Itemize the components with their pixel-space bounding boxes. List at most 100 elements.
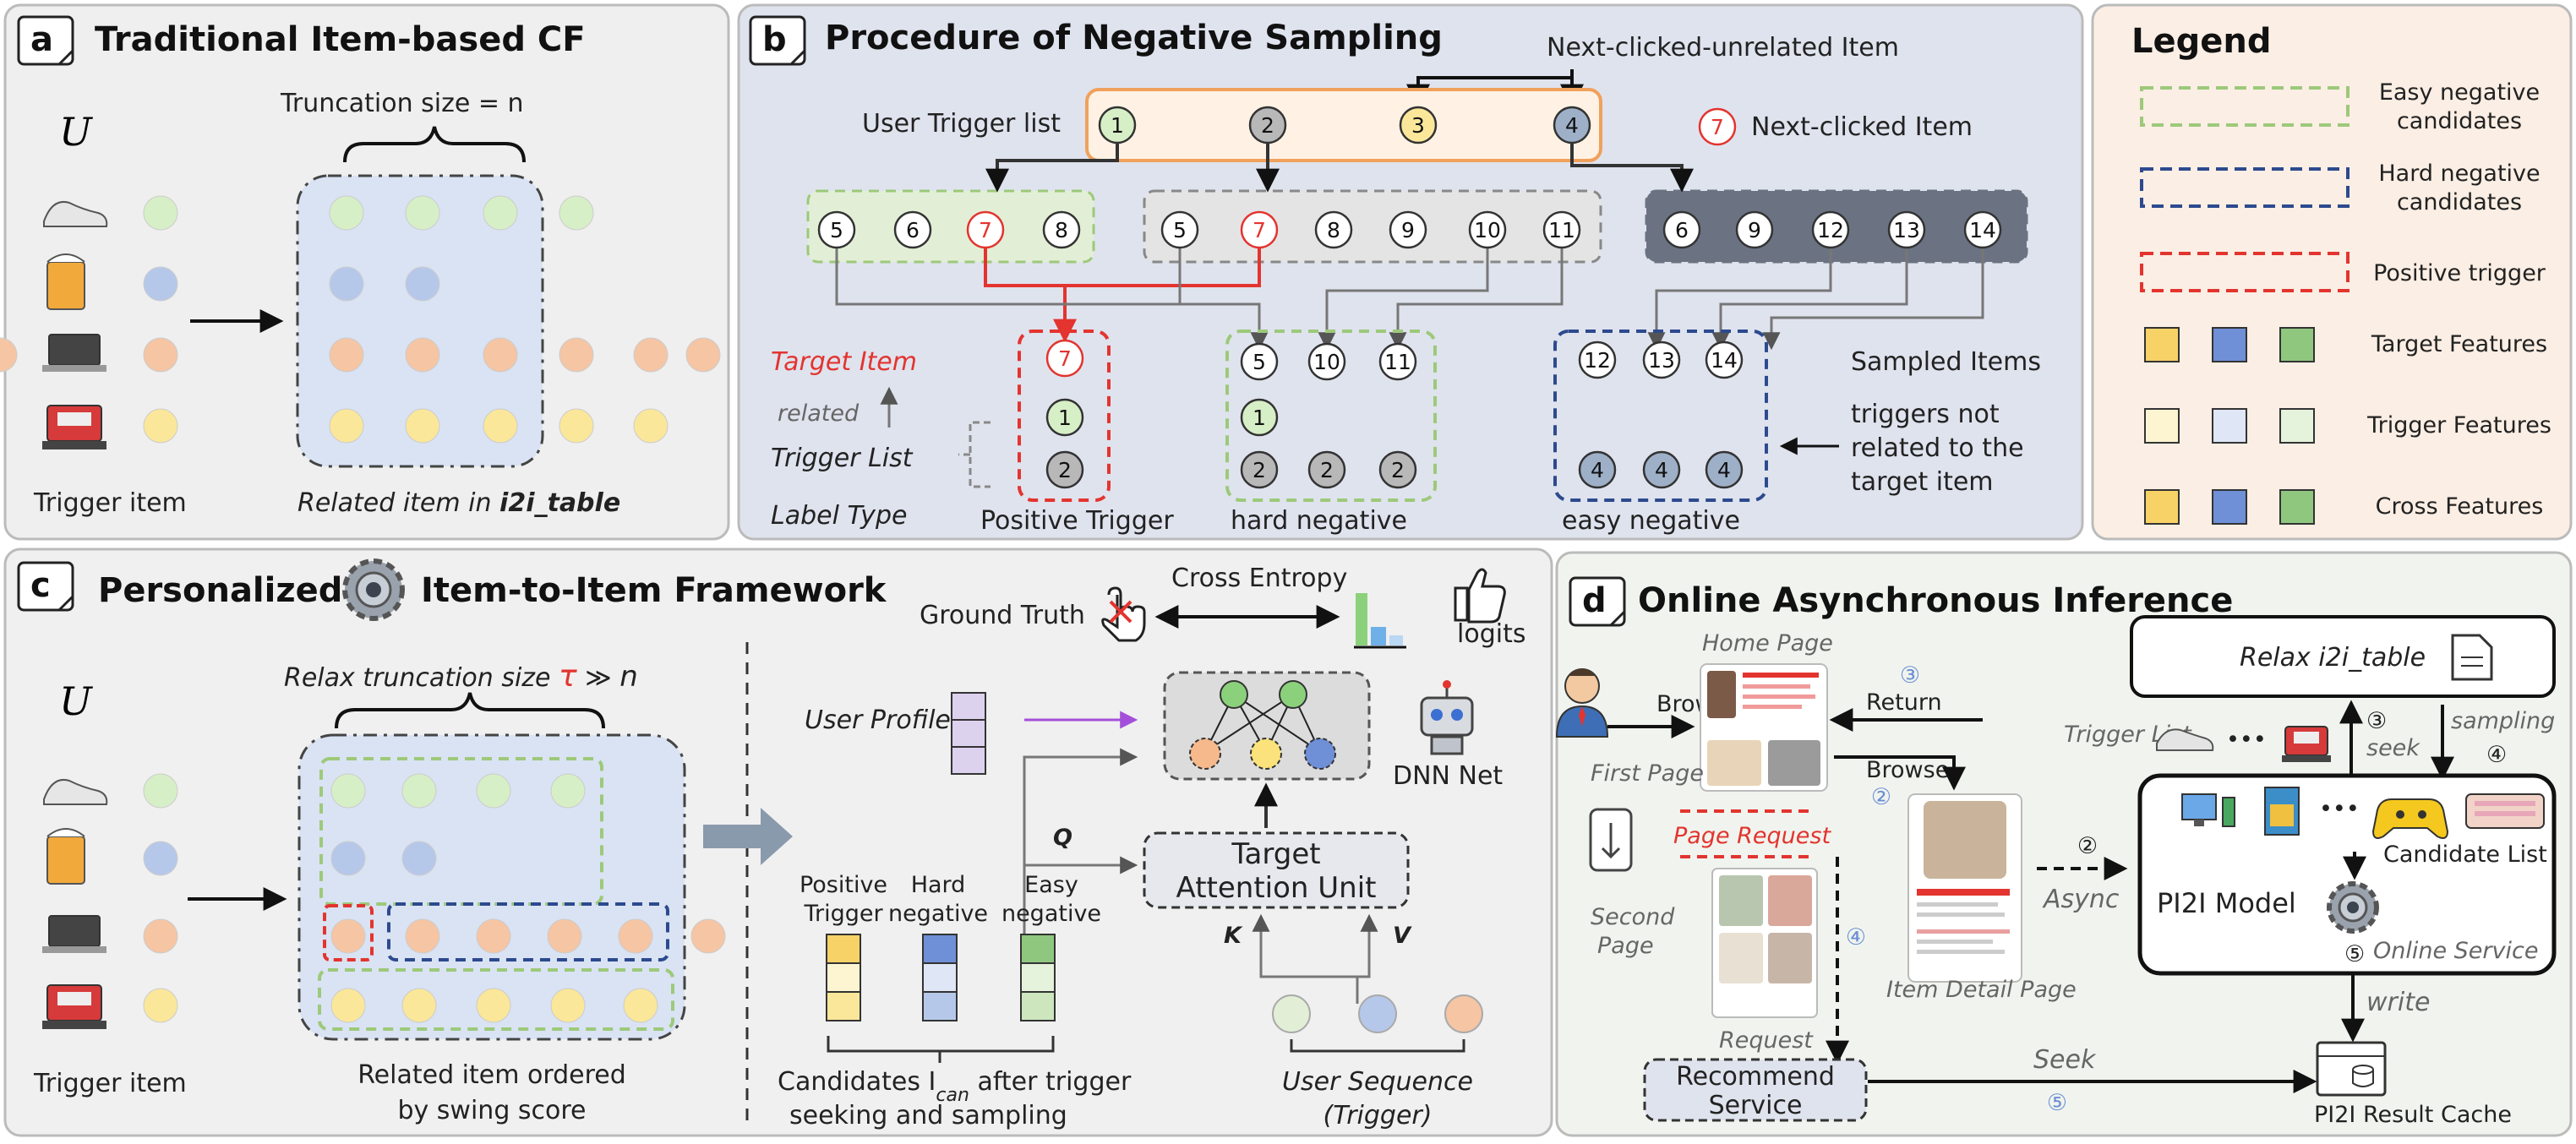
relax-text: Relax truncation size xyxy=(284,663,550,693)
item-node xyxy=(1399,106,1438,144)
feature-cell xyxy=(826,962,861,993)
relax-table-label: Relax i2i_table xyxy=(2240,643,2426,673)
panel-a: a Traditional Item-based CF U Truncation… xyxy=(0,3,730,541)
n-symbol: n xyxy=(619,660,638,694)
home-thumb-1 xyxy=(1707,671,1736,718)
dnn-net-label: DNN Net xyxy=(1393,761,1503,791)
easy-box-upper xyxy=(319,757,603,906)
item-node xyxy=(1542,210,1581,249)
item-node-label: 1 xyxy=(1253,406,1266,430)
item-node xyxy=(1240,210,1279,249)
legend-feature-square xyxy=(2144,489,2180,525)
legend-pos: Positive trigger xyxy=(2373,260,2546,286)
arrow-trig1 xyxy=(985,139,1119,193)
item-node-label: 11 xyxy=(1548,218,1575,242)
item-node-label: 5 xyxy=(830,218,843,242)
item-node xyxy=(1642,450,1681,489)
hard-box-c xyxy=(387,902,669,962)
legend-feature-square xyxy=(2279,327,2315,362)
printer-base xyxy=(42,441,106,449)
hard-negative-box xyxy=(1225,330,1437,502)
related-dot xyxy=(401,988,437,1023)
related-dot xyxy=(401,841,437,876)
printer-panel xyxy=(57,412,91,426)
trigger-dot xyxy=(143,841,178,876)
trigger-paren-label: (Trigger) xyxy=(1323,1101,1433,1130)
easy-negative-label: easy negative xyxy=(1562,506,1740,536)
relaxed-table-box xyxy=(297,733,686,1041)
item-node xyxy=(1045,450,1084,489)
legend-hard-swatch xyxy=(2140,167,2350,208)
related-dot xyxy=(685,337,721,373)
feature-cell xyxy=(1020,934,1056,964)
seq-dot-orange xyxy=(1444,994,1483,1033)
page-request-label: Page Request xyxy=(1673,823,1831,849)
item-node xyxy=(1240,342,1279,381)
gamepad-icon xyxy=(2371,798,2449,839)
grey-conn-easy-14 xyxy=(1762,240,1984,351)
person-icon xyxy=(1555,668,1609,738)
item-node-label: 2 xyxy=(1320,458,1334,482)
item-node-label: 9 xyxy=(1401,218,1415,242)
recommend-1: Recommend xyxy=(1676,1062,1835,1092)
seek-label: seek xyxy=(2366,735,2420,761)
item-node-label: 4 xyxy=(1565,113,1579,138)
cand-to-dnn-arrow xyxy=(1023,748,1138,938)
legend: Legend Easy negative candidates Hard neg… xyxy=(2091,3,2573,541)
hard-neg-1: Hard xyxy=(911,872,966,898)
online-service-label: Online Service xyxy=(2373,938,2538,964)
related-dot xyxy=(690,918,726,954)
item-node-label: 12 xyxy=(1817,218,1844,242)
cand-sub: can xyxy=(936,1085,969,1106)
legend-pos-swatch xyxy=(2140,252,2350,292)
logits-chart-icon xyxy=(1354,593,1406,649)
candidates-line1: Candidates Ican after trigger xyxy=(778,1067,1132,1106)
item-node xyxy=(1307,450,1346,489)
first-page-label: First Page xyxy=(1591,760,1704,787)
thumbs-up-icon xyxy=(1454,568,1506,624)
item-node-label: 2 xyxy=(1058,458,1072,482)
return-label: Return xyxy=(1866,689,1942,716)
legend-feature-square xyxy=(2212,327,2247,362)
related-dot xyxy=(330,773,366,809)
item-node-label: 4 xyxy=(1655,458,1668,482)
legend-target: Target Features xyxy=(2371,331,2547,357)
sampling-label: sampling xyxy=(2451,708,2555,734)
hard-neg-2: negative xyxy=(888,901,988,927)
related-dot xyxy=(476,988,511,1023)
v-label: V xyxy=(1393,923,1412,949)
seq-dot-green xyxy=(1272,994,1311,1033)
related-dot xyxy=(559,195,594,231)
item-node-label: 5 xyxy=(1253,350,1266,374)
easy-negative-box xyxy=(1553,330,1768,502)
panel-b-badge: b xyxy=(749,15,806,66)
item-node-label: 5 xyxy=(1173,218,1187,242)
legend-hard-1: Hard negative xyxy=(2378,161,2540,187)
seek-bottom-label: Seek xyxy=(2033,1045,2097,1075)
home-thumb-2 xyxy=(1707,740,1761,786)
legend-trigger: Trigger Features xyxy=(2366,412,2551,439)
trigger-list-label: Trigger List xyxy=(771,444,914,473)
user-symbol: U xyxy=(59,109,94,155)
legend-feature-square xyxy=(2144,327,2180,362)
item-node xyxy=(1578,340,1617,379)
item-node-label: 14 xyxy=(1711,348,1738,373)
q-label: Q xyxy=(1053,825,1072,851)
target-attention-2: Attention Unit xyxy=(1176,871,1377,905)
item-node xyxy=(1553,106,1591,144)
related-dot xyxy=(547,918,582,954)
k-label: K xyxy=(1224,923,1243,949)
related-dot xyxy=(550,773,586,809)
trigger-group-1 xyxy=(806,189,1095,264)
legend-feature-square xyxy=(2212,489,2247,525)
related-dot xyxy=(476,773,511,809)
related-dot xyxy=(633,408,669,444)
panel-b-badge-text: b xyxy=(762,20,787,59)
label-type-label: Label Type xyxy=(771,501,907,531)
phone-icon xyxy=(1589,808,1633,872)
k-arrow xyxy=(1252,913,1359,1004)
positive-trigger-box xyxy=(1018,330,1111,502)
sampled-items-label: Sampled Items xyxy=(1851,347,2041,377)
browse2-label: Browse xyxy=(1866,757,1949,783)
sneaker-icon-d xyxy=(2156,728,2214,751)
